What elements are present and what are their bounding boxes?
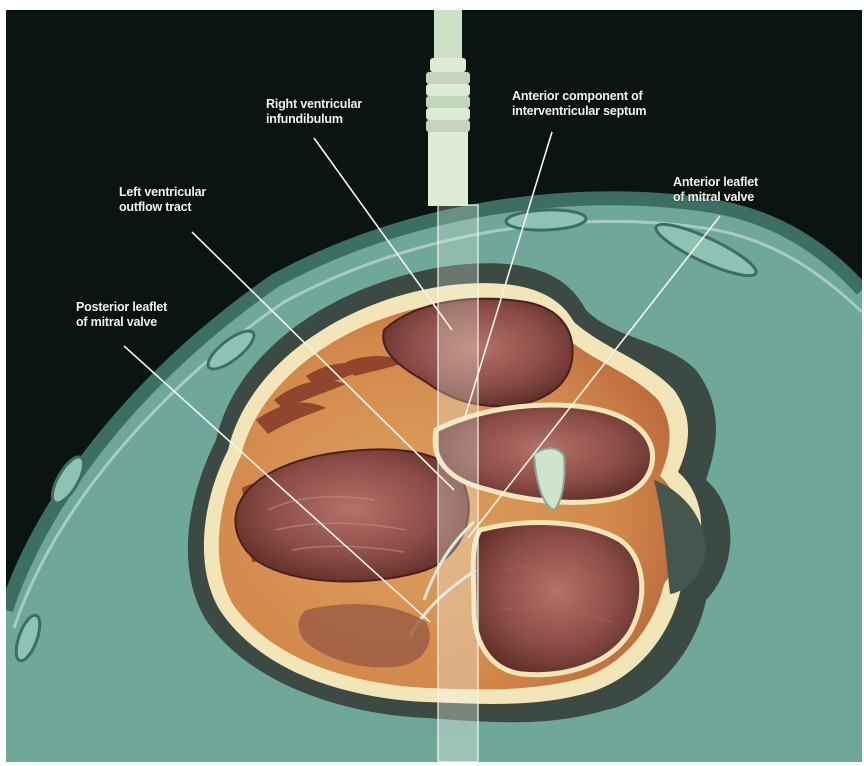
- label-anterior-leaflet-mitral-valve: Anterior leaflet of mitral valve: [673, 175, 758, 205]
- label-left-ventricular-outflow-tract: Left ventricular outflow tract: [119, 185, 206, 215]
- ultrasound-transducer-icon: [426, 10, 470, 206]
- label-posterior-leaflet-mitral-valve: Posterior leaflet of mitral valve: [76, 300, 167, 330]
- label-right-ventricular-infundibulum: Right ventricular infundibulum: [266, 97, 362, 127]
- ultrasound-beam: [438, 205, 478, 762]
- echocardiogram-cross-section-illustration: [6, 10, 862, 762]
- label-anterior-component-septum: Anterior component of interventricular s…: [512, 89, 646, 119]
- illustration-frame: Right ventricular infundibulum Anterior …: [6, 10, 862, 762]
